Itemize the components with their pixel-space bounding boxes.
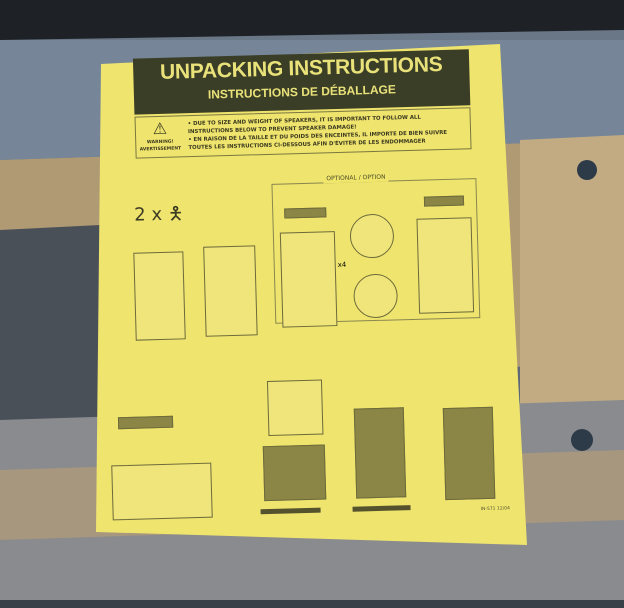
header-banner: UNPACKING INSTRUCTIONS INSTRUCTIONS DE D…: [132, 49, 471, 115]
speaker-box-5: [111, 462, 213, 521]
speaker-box-1: [133, 251, 186, 341]
pallet-1: [260, 507, 321, 515]
speaker-box-2: [203, 245, 258, 337]
speaker-top-2: [423, 195, 465, 207]
multiplier: x4: [337, 260, 347, 270]
speaker-top: [284, 207, 327, 219]
warning-icon: ⚠ WARNING! AVERTISSEMENT: [139, 118, 182, 153]
speaker-standing-1: [353, 407, 407, 499]
speaker-box-3: [279, 231, 338, 328]
pallet-2: [352, 505, 411, 512]
speaker-on-pallet: [262, 444, 327, 502]
speaker-standing-2: [442, 406, 496, 501]
warning-label-fr: AVERTISSEMENT: [139, 146, 182, 153]
speaker-box-4: [416, 217, 475, 314]
warning-box: ⚠ WARNING! AVERTISSEMENT • DUE TO SIZE A…: [134, 107, 472, 159]
speaker-box-6: [266, 379, 324, 437]
speaker-lying: [117, 415, 174, 430]
person-icon: 🯅: [167, 203, 184, 225]
document-code: IN-571 12/04: [480, 506, 510, 513]
people-count: 2 x 🯅: [133, 203, 184, 226]
